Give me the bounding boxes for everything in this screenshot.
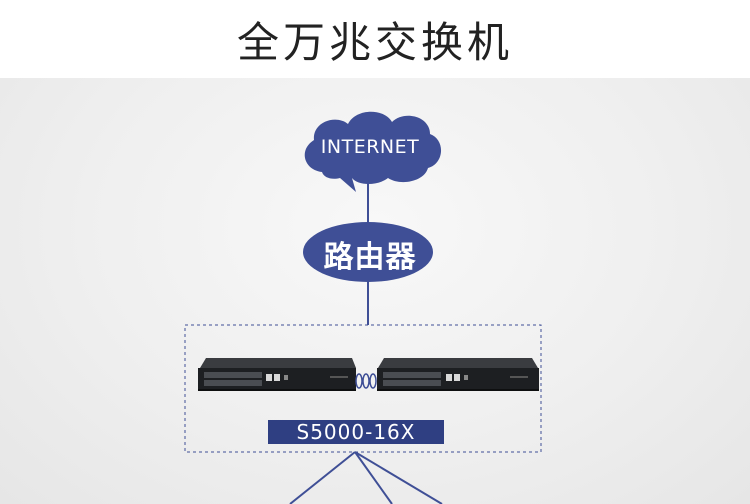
router-label: 路由器 — [323, 240, 417, 275]
router-node — [303, 222, 433, 282]
downstream-links — [289, 451, 443, 504]
switch-unit-right — [377, 358, 539, 391]
stack-cable-icon — [355, 373, 377, 389]
switch-unit-left — [198, 358, 356, 391]
page-title: 全万兆交换机 — [236, 17, 513, 67]
switch-model-label: S5000-16X — [268, 420, 444, 444]
switch-stack-box — [184, 324, 542, 453]
internet-label: INTERNET — [320, 136, 420, 158]
internet-cloud-icon — [304, 111, 442, 192]
header: 全万兆交换机 — [0, 0, 750, 78]
